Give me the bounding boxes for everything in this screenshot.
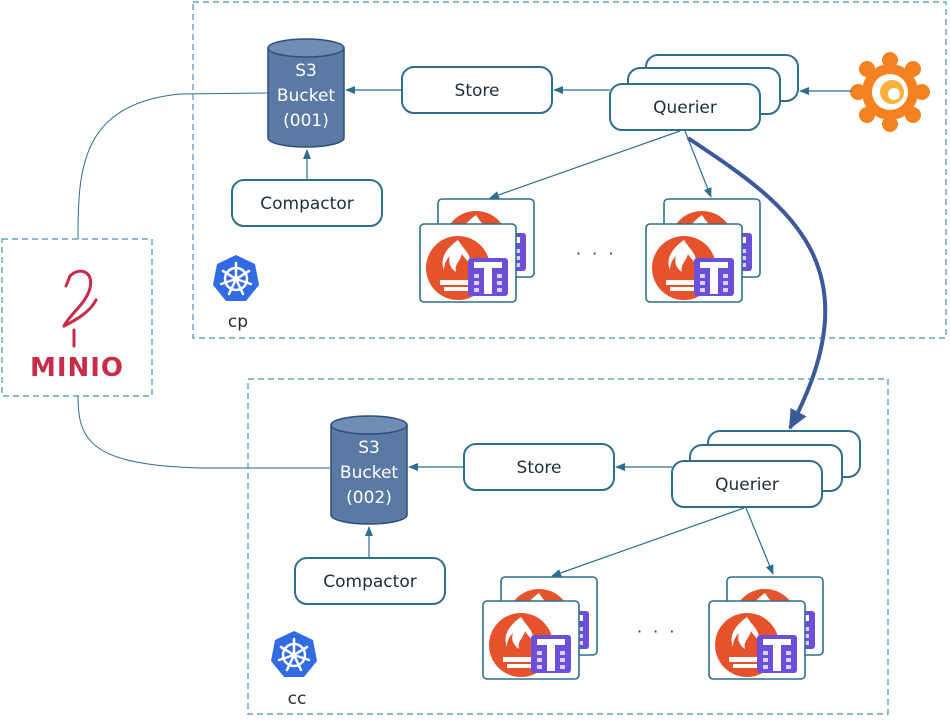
compactor-node: Compactor <box>231 179 383 227</box>
store-label: Store <box>517 458 562 478</box>
cluster-label-cp: cp <box>228 312 248 332</box>
arrow-querier-sidecar-left <box>489 130 681 199</box>
arrow-querier-sidecar-left <box>551 507 745 577</box>
cluster-cc-boundary <box>247 378 889 715</box>
bucket-label-line2: Bucket <box>277 86 335 106</box>
minio-boundary <box>1 238 153 397</box>
bucket-label-line3: (002) <box>346 488 392 508</box>
store-node: Store <box>401 66 553 114</box>
arrow-querier-cp-to-querier-cc <box>686 136 828 430</box>
prometheus-thanos-group-right <box>708 576 824 680</box>
querier-node: Querier <box>609 54 799 131</box>
kubernetes-icon <box>269 629 319 679</box>
bucket-label-line1: S3 <box>358 438 380 458</box>
s3-bucket-001: S3 Bucket (001) <box>267 38 345 148</box>
store-label: Store <box>455 81 500 101</box>
querier-node: Querier <box>671 430 861 508</box>
store-node: Store <box>463 443 615 491</box>
minio-flamingo-icon <box>62 269 98 348</box>
ellipsis: · · · <box>576 244 616 263</box>
link-minio-bucket-001 <box>77 92 269 240</box>
minio-logo-text: MINIO <box>30 353 124 383</box>
compactor-node: Compactor <box>294 557 446 605</box>
link-minio-bucket-002 <box>77 395 331 469</box>
cluster-cp-boundary <box>192 1 947 339</box>
querier-label: Querier <box>653 98 717 118</box>
grafana-icon <box>850 52 930 132</box>
cluster-label-cc: cc <box>288 689 307 709</box>
compactor-label: Compactor <box>260 194 353 214</box>
ellipsis: · · · <box>637 622 677 641</box>
bucket-label-line1: S3 <box>295 61 317 81</box>
kubernetes-icon <box>211 253 261 303</box>
arrow-querier-sidecar-right <box>745 507 774 575</box>
arrow-querier-sidecar-right <box>684 130 712 198</box>
s3-bucket-002: S3 Bucket (002) <box>330 415 408 525</box>
prometheus-thanos-group-left <box>419 198 535 303</box>
compactor-label: Compactor <box>323 572 416 592</box>
querier-label: Querier <box>715 475 779 495</box>
bucket-label-line2: Bucket <box>340 463 398 483</box>
bucket-label-line3: (001) <box>283 111 329 131</box>
prometheus-thanos-group-right <box>645 198 761 303</box>
prometheus-thanos-group-left <box>482 576 598 680</box>
